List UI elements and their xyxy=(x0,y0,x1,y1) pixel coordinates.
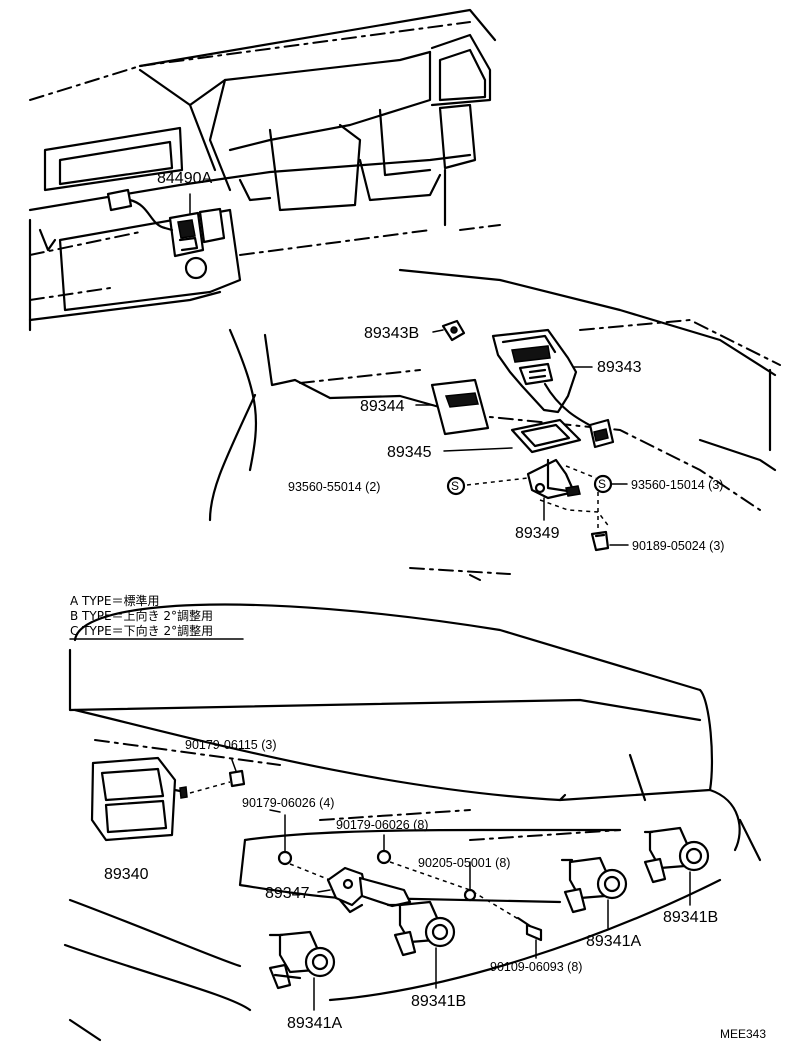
stop-lamp-89343 xyxy=(491,328,615,449)
label-90179-06026-4: 90179-06026 (4) xyxy=(242,796,334,810)
label-89349: 89349 xyxy=(515,525,560,542)
clip-90179-06115 xyxy=(189,769,246,794)
socket-89341B-mid xyxy=(386,900,456,989)
label-89345: 89345 xyxy=(387,444,432,461)
leader-lines-middle xyxy=(415,329,629,546)
bracket-89349 xyxy=(526,458,581,500)
dashboard-illustration xyxy=(28,8,501,332)
label-89344: 89344 xyxy=(360,398,405,415)
label-s-right: S xyxy=(598,477,606,491)
label-89343B: 89343B xyxy=(364,325,419,342)
label-89340: 89340 xyxy=(104,866,149,883)
lamp-89340 xyxy=(90,756,188,842)
note-type-c: C TYPE＝下向き 2°調整用 xyxy=(70,623,213,638)
label-90205-05001: 90205-05001 (8) xyxy=(418,856,510,870)
label-84490A: 84490A xyxy=(157,170,212,187)
rear-window-illustration xyxy=(208,268,781,581)
label-90179-06026-8: 90179-06026 (8) xyxy=(336,818,428,832)
label-89341B-mid: 89341B xyxy=(411,993,466,1010)
label-89343: 89343 xyxy=(597,359,642,376)
label-90109-06093: 90109-06093 (8) xyxy=(490,960,582,974)
label-89341A-left: 89341A xyxy=(287,1015,342,1032)
label-89341B-right: 89341B xyxy=(663,909,718,926)
lens-89345 xyxy=(510,418,582,454)
note-type-b: B TYPE＝上向き 2°調整用 xyxy=(70,608,213,623)
label-90179-06115: 90179-06115 (3) xyxy=(185,738,277,752)
bracket-89347 xyxy=(317,866,412,914)
diagram-code: MEE343 xyxy=(720,1027,766,1041)
callout-labels: 84490A 89343B 89343 89344 89345 93560-55… xyxy=(69,170,766,1041)
leader-lines-bottom xyxy=(231,759,281,813)
note-type-a: A TYPE＝標準用 xyxy=(70,593,160,608)
label-89341A-right: 89341A xyxy=(586,933,641,950)
label-93560-15014: 93560-15014 (3) xyxy=(631,478,723,492)
label-s-left: S xyxy=(451,479,459,493)
label-90189-05024: 90189-05024 (3) xyxy=(632,539,724,553)
socket-89341B-right xyxy=(643,826,710,906)
socket-89341A-left xyxy=(268,930,336,1011)
nut-90189-05024 xyxy=(590,530,610,552)
label-93560-55014: 93560-55014 (2) xyxy=(288,480,380,494)
cover-89344 xyxy=(430,378,490,436)
label-89347: 89347 xyxy=(265,885,310,902)
nuts-and-washers xyxy=(277,814,543,959)
socket-89341A-right xyxy=(560,856,628,929)
clip-89343B xyxy=(441,319,466,342)
